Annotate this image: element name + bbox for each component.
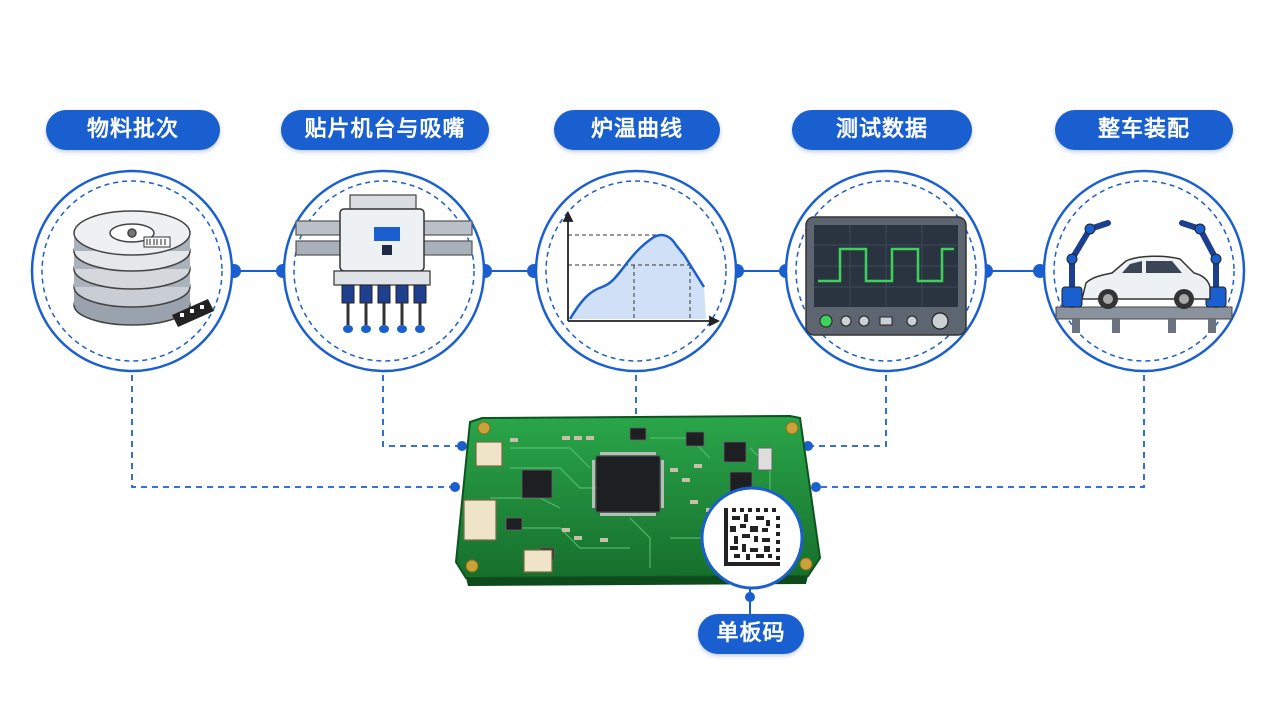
- pick-and-place-icon: [282, 169, 486, 373]
- connector-dot: [811, 482, 821, 492]
- board-code-label: 单板码: [698, 614, 804, 654]
- connector-dot: [803, 441, 813, 451]
- stage-label-test-data: 测试数据: [792, 110, 972, 150]
- stage-label-material-batch: 物料批次: [46, 110, 220, 150]
- stage-node-placement-machine: [282, 169, 486, 373]
- stage-label-placement-machine: 贴片机台与吸嘴: [281, 110, 489, 150]
- reel-icon: [30, 169, 234, 373]
- datamatrix-code-icon: [700, 486, 804, 590]
- connector-dot: [450, 482, 460, 492]
- stage-label-vehicle-assembly: 整车装配: [1055, 110, 1233, 150]
- stage-label-reflow-profile: 炉温曲线: [554, 110, 720, 150]
- stage-node-reflow-profile: [534, 169, 738, 373]
- connector-dot: [457, 441, 467, 451]
- car-assembly-icon: [1042, 169, 1246, 373]
- connector-dot: [745, 592, 755, 602]
- stage-node-test-data: [784, 169, 988, 373]
- stage-node-vehicle-assembly: [1042, 169, 1246, 373]
- stage-node-material-batch: [30, 169, 234, 373]
- oscilloscope-icon: [784, 169, 988, 373]
- reflow-profile-icon: [534, 169, 738, 373]
